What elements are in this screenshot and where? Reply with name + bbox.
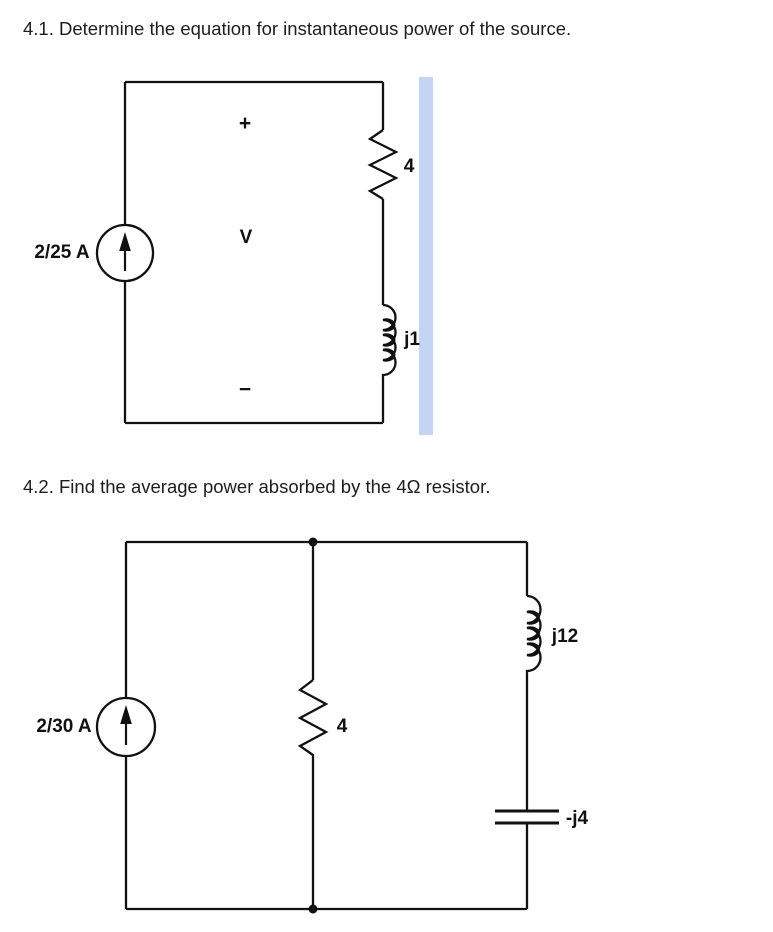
c1-voltage-label: V	[239, 227, 253, 248]
c1-minus-sign: −	[238, 378, 252, 401]
c2-resistor	[297, 679, 329, 763]
c1-plus-sign: +	[238, 112, 252, 135]
arrow-up-icon	[119, 232, 131, 251]
circuit-1-diagram	[95, 80, 399, 425]
c2-inductor	[525, 594, 542, 676]
c1-resistor	[367, 129, 399, 200]
circuit-2-diagram	[95, 537, 559, 914]
c1-inductor	[381, 303, 397, 380]
c1-inductor-label: j1	[404, 329, 420, 350]
c2-inductor-label: j12	[551, 626, 579, 647]
c2-source-label: 2/30 A	[36, 716, 92, 737]
c2-resistor-label: 4	[336, 716, 348, 737]
c1-source-label: 2/25 A	[34, 242, 90, 263]
c2-bottom-node	[308, 904, 318, 914]
c2-capacitor-label: -j4	[565, 808, 589, 829]
highlight-bar	[419, 77, 433, 435]
question-4-2-title: 4.2. Find the average power absorbed by …	[23, 476, 491, 497]
c1-resistor-label: 4	[403, 156, 415, 177]
c2-top-node	[308, 537, 318, 547]
question-4-1-title: 4.1. Determine the equation for instanta…	[23, 18, 572, 39]
arrow-up-icon	[120, 705, 132, 724]
